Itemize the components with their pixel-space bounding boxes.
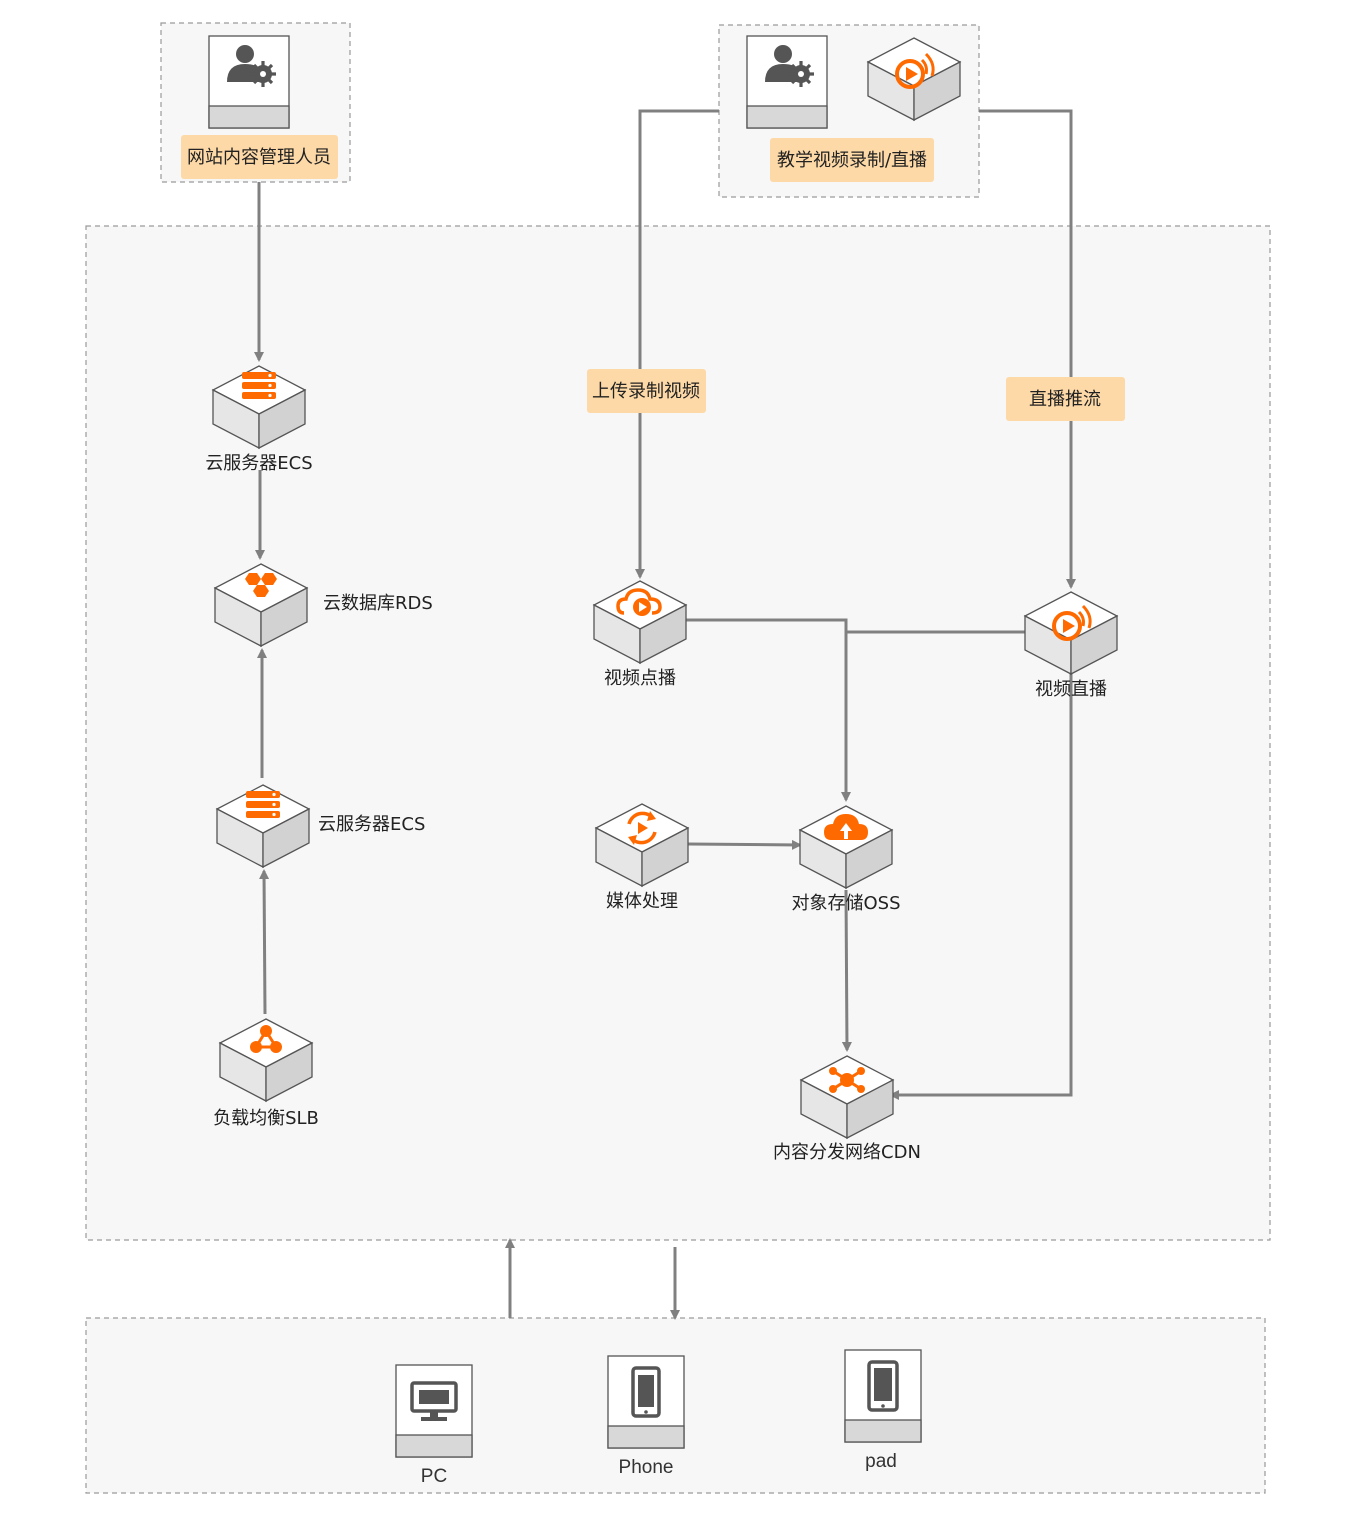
upload-label: 上传录制视频: [592, 381, 700, 402]
edge-vod-to-oss: [686, 618, 851, 802]
cloud-play-icon: [616, 588, 662, 616]
monitor-icon: [410, 1381, 458, 1421]
mts-node: 媒体处理: [595, 803, 689, 912]
rds-node: 云数据库RDS: [214, 563, 433, 647]
live-broadcast-icon: [895, 52, 935, 89]
live-broadcast-icon: [1052, 604, 1092, 641]
network-hub-icon: [829, 1067, 865, 1093]
cdn-node: 内容分发网络CDN: [773, 1055, 921, 1163]
cloud-upload-icon: [824, 814, 868, 840]
device-pad: pad: [844, 1349, 922, 1472]
oss-label: 对象存储OSS: [791, 893, 900, 914]
edge-oss-to-cdn: [841, 889, 852, 1052]
phone-icon: [631, 1366, 661, 1418]
slb-node: 负载均衡SLB: [213, 1018, 319, 1129]
mts-label: 媒体处理: [606, 891, 678, 912]
pc-label: PC: [421, 1466, 447, 1487]
vod-node: 视频点播: [593, 580, 687, 689]
server-stack-icon: [246, 791, 280, 818]
admin-tag: [181, 135, 338, 179]
ecs-mid-node: 云服务器ECS: [216, 784, 425, 868]
push-label: 直播推流: [1029, 389, 1101, 410]
device-phone: Phone: [607, 1355, 685, 1478]
ecs-top-node: 云服务器ECS: [205, 365, 313, 474]
ecs-mid-label: 云服务器ECS: [318, 814, 425, 835]
oss-node: 对象存储OSS: [791, 805, 901, 914]
load-balancer-icon: [250, 1025, 282, 1053]
media-cycle-icon: [627, 811, 657, 845]
edge-teacher-to-live: [979, 109, 1076, 589]
teacher-tag: [770, 138, 934, 182]
pad-label: pad: [865, 1451, 897, 1472]
push-tag: 直播推流: [1006, 377, 1125, 421]
edge-slb-to-ecs-mid: [259, 869, 270, 1015]
teacher-label: 教学视频录制/直播: [777, 150, 927, 171]
rds-label: 云数据库RDS: [323, 593, 433, 614]
cdn-label: 内容分发网络CDN: [773, 1142, 921, 1163]
edge-teacher-to-vod: [635, 109, 719, 579]
edge-mts-oss: [679, 838, 802, 850]
live-label: 视频直播: [1035, 679, 1107, 700]
edge-live-to-cdn: [889, 672, 1073, 1100]
admin-actor: 网站内容管理人员: [181, 35, 338, 179]
tablet-icon: [867, 1360, 899, 1412]
teacher-actor: 教学视频录制/直播: [746, 35, 961, 182]
vod-label: 视频点播: [604, 668, 676, 689]
connectors: [254, 109, 1076, 1320]
live-node: 视频直播: [1024, 591, 1118, 700]
slb-label: 负载均衡SLB: [213, 1108, 319, 1129]
device-pc: PC: [395, 1364, 473, 1487]
server-stack-icon: [242, 372, 276, 399]
database-hexagon-icon: [245, 573, 277, 597]
admin-label: 网站内容管理人员: [187, 147, 331, 168]
ecs-top-label: 云服务器ECS: [205, 453, 312, 474]
upload-tag: 上传录制视频: [587, 369, 706, 413]
phone-label: Phone: [619, 1457, 674, 1478]
